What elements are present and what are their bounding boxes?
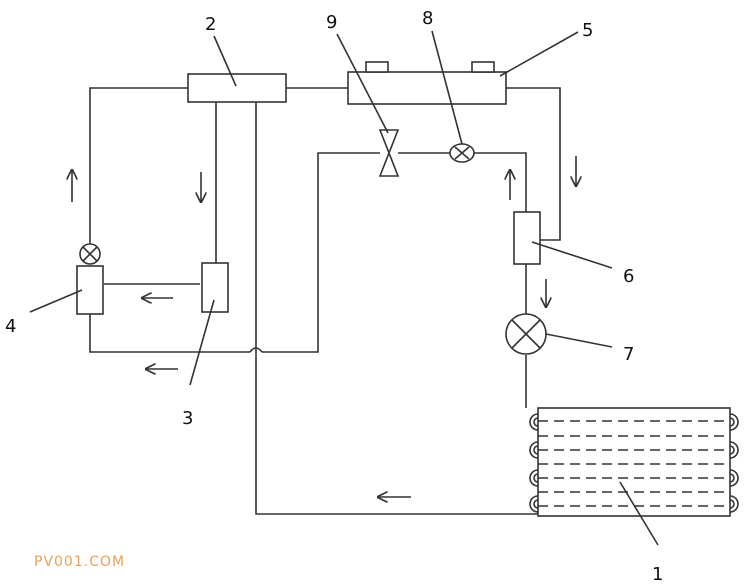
- component-5-cap-left: [365, 61, 389, 73]
- component-6-box: [513, 211, 541, 265]
- label-9: 9: [326, 12, 337, 33]
- label-7: 7: [623, 344, 634, 365]
- component-3-box: [201, 262, 229, 313]
- label-4: 4: [5, 316, 16, 337]
- label-1: 1: [652, 564, 663, 585]
- pipe-8-to-6: [474, 152, 527, 212]
- valve-9: [378, 129, 400, 177]
- number-labels: 2 9 8 5 6 7 4 3 1: [5, 8, 663, 585]
- label-2: 2: [205, 14, 216, 35]
- label-5: 5: [582, 20, 593, 41]
- pipe-4-bottom: [89, 314, 250, 353]
- label-8: 8: [422, 8, 433, 29]
- pipe-to-valve-9: [262, 152, 380, 353]
- component-5-cap-right: [471, 61, 495, 73]
- components: [76, 61, 739, 517]
- leader-lines: [29, 30, 659, 546]
- component-2-box: [187, 73, 287, 103]
- flow-arrows: [72, 156, 576, 497]
- watermark: PV001.COM: [34, 554, 125, 570]
- pipe-1-to-2: [255, 102, 538, 515]
- pipe-2-to-4: [89, 87, 188, 245]
- pipes: [89, 87, 561, 515]
- pipe-5-to-6: [506, 87, 561, 241]
- label-6: 6: [623, 266, 634, 287]
- component-1-coil: [529, 407, 739, 517]
- component-5-box: [347, 71, 507, 105]
- label-3: 3: [182, 408, 193, 429]
